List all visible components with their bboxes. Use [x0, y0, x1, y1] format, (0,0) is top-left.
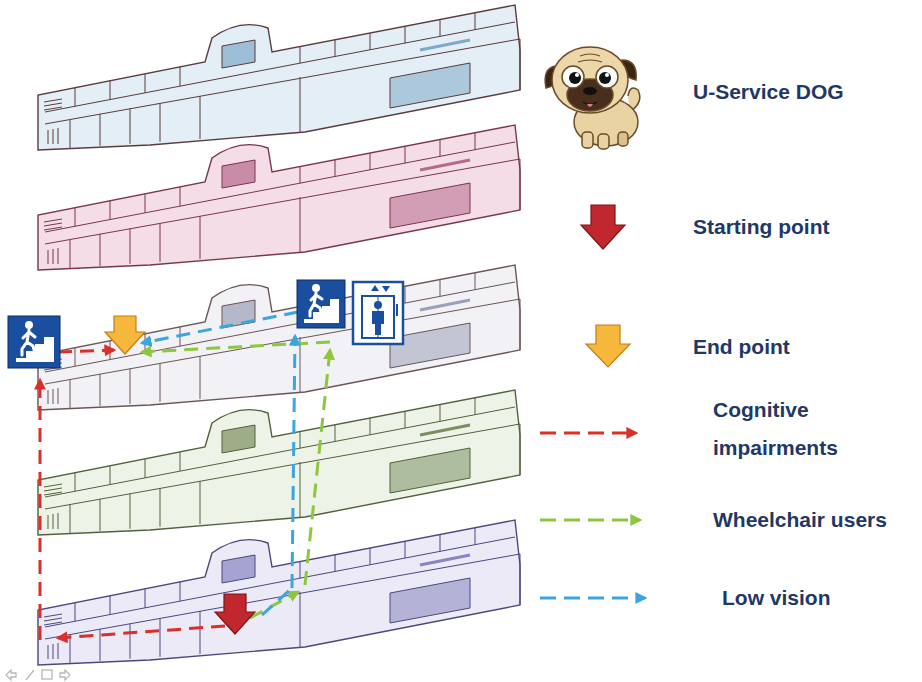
- slide-controls-part: [60, 670, 70, 680]
- start-legend-arrow: [581, 205, 625, 249]
- floor-plan-4: [38, 125, 520, 270]
- legend-line-green: [540, 519, 640, 522]
- elevator-icon-part: [372, 311, 384, 335]
- dog-mascot-part: [578, 54, 602, 62]
- legend-line-red: [540, 432, 636, 435]
- stairs-icon-part: [297, 280, 345, 328]
- legend-line-blue: [540, 597, 645, 600]
- route-low-vision: [262, 588, 292, 615]
- floor-plan-3: [38, 265, 520, 410]
- slide-controls-part: [42, 670, 52, 679]
- route-cognitive: [58, 350, 114, 352]
- floor-plan-1: [38, 520, 520, 665]
- route-wheelchair: [305, 350, 330, 585]
- dog-mascot-part: [598, 134, 609, 149]
- slide-controls-part: [26, 670, 34, 680]
- route-low-vision: [292, 336, 295, 588]
- legend-line-samples: [540, 433, 645, 598]
- elevator-icon-part: [362, 296, 394, 338]
- stairs-icon-part: [22, 330, 35, 355]
- legend-label: Starting point: [693, 208, 829, 246]
- routes: [40, 312, 330, 640]
- stairs-icon-part: [8, 316, 60, 368]
- slide-controls-part: [6, 670, 16, 680]
- dog-mascot-part: [582, 132, 593, 148]
- route-cognitive: [58, 626, 225, 638]
- elevator-icon-part: [374, 301, 382, 309]
- dog-mascot-part: [569, 72, 581, 84]
- route-wheelchair: [250, 592, 298, 618]
- dog-mascot-part: [583, 87, 597, 95]
- dog-mascot-part: [562, 66, 584, 88]
- dog-mascot: [545, 47, 640, 149]
- dog-mascot-part: [575, 73, 579, 77]
- stairs-icon-part: [310, 293, 322, 316]
- elevator-icon-part: [353, 282, 403, 344]
- dog-mascot-part: [587, 104, 593, 107]
- dog-mascot-part: [618, 132, 628, 146]
- route-cognitive: [39, 380, 42, 640]
- legend-label: U-Service DOG: [693, 73, 844, 111]
- route-low-vision: [142, 312, 298, 343]
- legend-label: Wheelchair users: [713, 501, 887, 539]
- legend-label: End point: [693, 328, 790, 366]
- dog-mascot-part: [552, 47, 628, 113]
- end-legend-arrow: [586, 325, 630, 367]
- end-marker: [105, 316, 145, 354]
- floor-plan-5: [38, 5, 520, 150]
- legend-label: Cognitive impairments: [713, 391, 888, 467]
- dog-mascot-part: [599, 72, 611, 84]
- start-marker: [215, 594, 255, 634]
- elevator-icon-part: [396, 304, 398, 316]
- stairs-icon: [8, 316, 60, 368]
- elevator-icon: [353, 282, 403, 344]
- floor-plan-2: [38, 390, 520, 535]
- elevator-icon-part: [371, 285, 390, 292]
- stairs-icon-part: [312, 284, 320, 292]
- floor-plans: [38, 5, 520, 665]
- route-wheelchair: [142, 342, 330, 352]
- dog-mascot-part: [605, 73, 609, 77]
- stairs-icon: [297, 280, 345, 328]
- legend-label: Low vision: [722, 579, 831, 617]
- slide-controls: [6, 670, 70, 680]
- stairs-icon-part: [25, 321, 33, 329]
- dog-mascot-part: [596, 66, 618, 88]
